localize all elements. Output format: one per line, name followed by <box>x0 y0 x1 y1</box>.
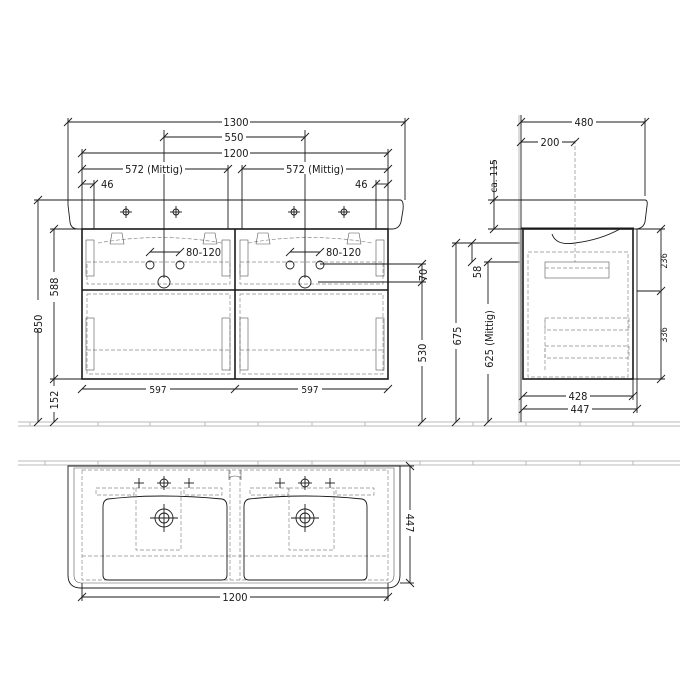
dim-overall-depth: 480 <box>575 116 594 129</box>
front-dimension-labels-top: 1300 550 1200 572 (Mittig) 572 (Mittig) … <box>101 115 368 259</box>
front-dimension-labels-right: 70 530 675 58 625 (Mittig) <box>414 266 496 374</box>
dim-cabinet-inner-depth: 428 <box>569 390 588 403</box>
tap-position-icon <box>134 476 335 490</box>
front-dimensions-bottom: 597 597 <box>77 383 393 396</box>
dim-top-depth: 447 <box>403 514 416 533</box>
dim-drain-offset-left: 80-120 <box>186 246 221 259</box>
dim-top-height: 675 <box>451 327 464 346</box>
dim-drawer-bottom-height: 336 <box>660 327 670 342</box>
dim-top-width: 1200 <box>222 591 247 604</box>
dim-drawer-top-height: 236 <box>660 253 670 268</box>
dim-drain-offset-right: 80-120 <box>326 246 361 259</box>
dim-door-width-left: 597 <box>149 385 166 396</box>
dim-drain-height: 530 <box>416 344 429 363</box>
dim-center-height: 625 (Mittig) <box>483 310 496 368</box>
dim-cabinet-height: 588 <box>48 278 61 297</box>
dim-edge-offset-left: 46 <box>101 178 114 191</box>
wall-line-plan <box>18 460 680 466</box>
front-dimension-labels-left: 850 588 152 <box>30 272 61 412</box>
dim-cabinet-width: 1200 <box>223 147 248 160</box>
dim-basin-center-left: 572 (Mittig) <box>125 163 183 176</box>
front-view <box>67 130 404 380</box>
tap-hole-icon <box>120 206 350 218</box>
side-dimensions <box>488 117 666 414</box>
dim-tap-spacing: 550 <box>225 131 244 144</box>
dim-edge-offset-right: 46 <box>355 178 368 191</box>
dim-drain-height-diff: 70 <box>417 269 430 282</box>
side-view <box>518 115 660 422</box>
side-dimension-labels: 480 200 ca. 115 236 336 428 447 <box>489 116 670 416</box>
dim-bowl-center: 200 <box>541 136 560 149</box>
dim-siphon-offset: 58 <box>471 266 484 279</box>
dim-total-height: 850 <box>32 315 45 334</box>
dim-basin-thickness: ca. 115 <box>489 159 500 192</box>
dim-door-width-right: 597 <box>301 385 318 396</box>
floor-line-top <box>18 421 680 427</box>
top-dimensions: 1200 447 <box>77 461 417 604</box>
dim-basin-center-right: 572 (Mittig) <box>286 163 344 176</box>
dim-floor-clearance: 152 <box>48 391 61 410</box>
dim-overall-width: 1300 <box>223 116 248 129</box>
top-view <box>67 465 401 589</box>
dim-cabinet-depth: 447 <box>571 403 590 416</box>
drain-icon <box>150 504 319 532</box>
